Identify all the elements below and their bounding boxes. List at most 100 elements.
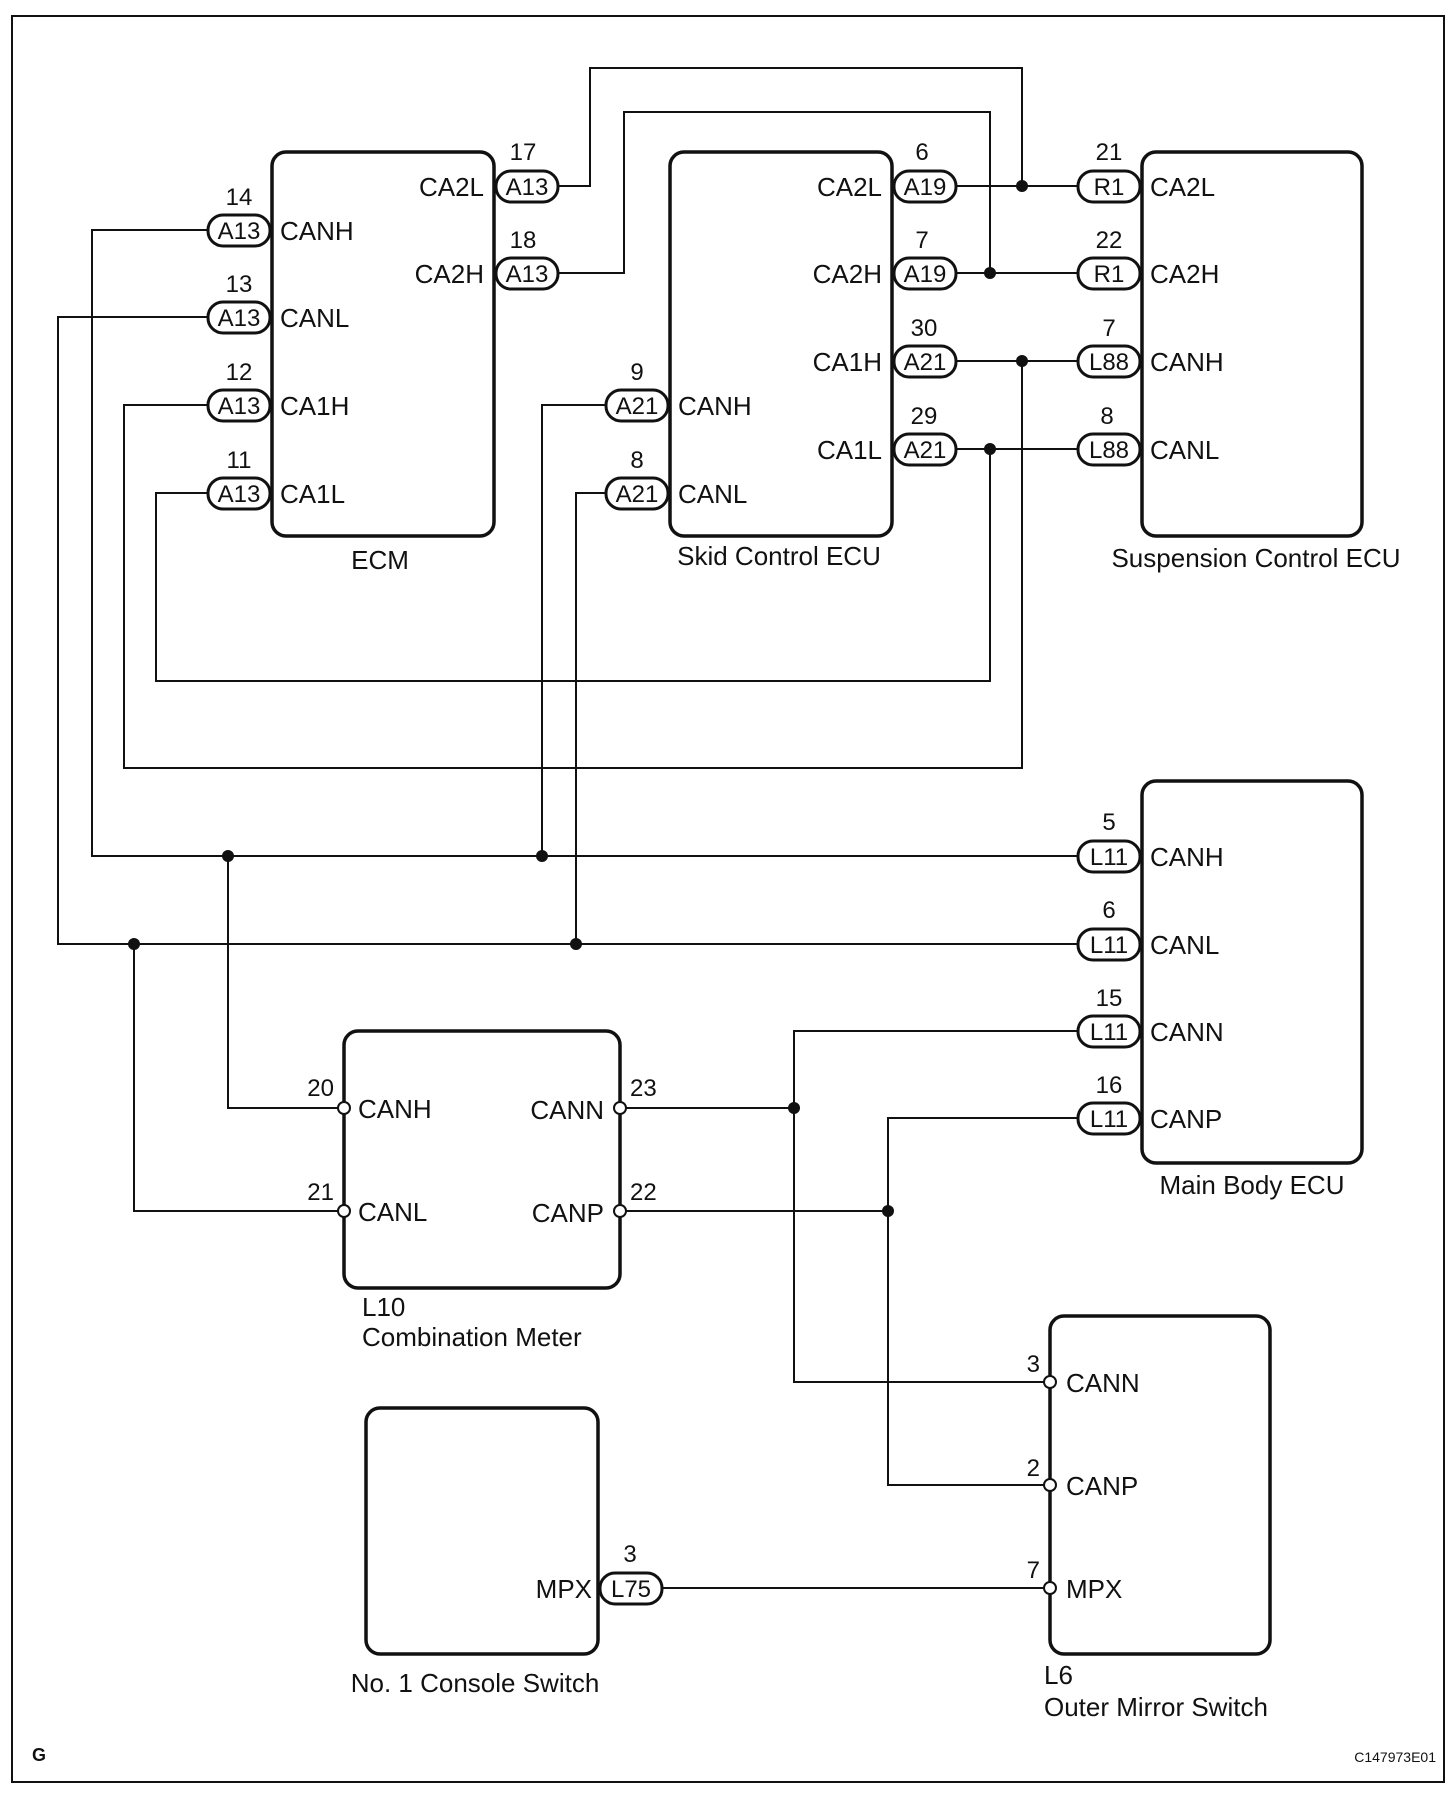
skid-connector-code: A21 [904, 349, 947, 376]
console-switch-pin-number: 3 [623, 1541, 636, 1568]
main-body-pin-label: CANL [1150, 930, 1219, 960]
ecm-pin-label: CA1H [280, 391, 349, 421]
junction-dot [882, 1205, 894, 1217]
wire-ca1l-loop [155, 448, 1078, 682]
meter-pin-number: 20 [307, 1075, 334, 1102]
ecm-pin-label: CA1L [280, 479, 345, 509]
skid-pin-label: CANH [678, 391, 752, 421]
combination-meter-box [342, 1029, 622, 1290]
ecm-pin-label: CA2L [419, 172, 484, 202]
mirror-pin-label: CANP [1066, 1471, 1138, 1501]
suspension-pin-label: CA2L [1150, 172, 1215, 202]
mirror-terminal [1043, 1375, 1057, 1389]
skid-pin-label: CA2L [817, 172, 882, 202]
skid-pin-label: CA1L [817, 435, 882, 465]
ecm-connector-code: A13 [218, 481, 261, 508]
ecm-pin-number: 17 [510, 139, 537, 166]
skid-control-block: Skid Control ECU A21 9 CANH A21 8 CANL A… [604, 139, 958, 571]
ecm-connector-oval [494, 169, 560, 204]
console-switch-connector-code: L75 [611, 1576, 651, 1603]
mirror-pin-number: 7 [1027, 1557, 1040, 1584]
main-body-pin-number: 6 [1102, 897, 1115, 924]
skid-pin-number: 6 [915, 139, 928, 166]
junction-dot [570, 938, 582, 950]
suspension-connector-oval [1076, 432, 1142, 467]
wire-canh-bus [91, 229, 1078, 857]
skid-box [668, 150, 894, 538]
outer-mirror-title: Outer Mirror Switch [1044, 1692, 1268, 1722]
suspension-connector-oval [1076, 169, 1142, 204]
wire-canl-bus [57, 316, 1078, 945]
meter-pin-label: CANN [530, 1095, 604, 1125]
mirror-terminal [1043, 1581, 1057, 1595]
main-body-pin-number: 5 [1102, 809, 1115, 836]
wire-ca2l-top [558, 67, 1023, 187]
meter-terminal [337, 1204, 351, 1218]
ecm-block: ECM A13 14 CANH A13 13 CANL A13 12 CA1H … [206, 139, 560, 575]
mirror-pin-label: CANN [1066, 1368, 1140, 1398]
main-body-pin-number: 15 [1096, 985, 1123, 1012]
junction-dot [984, 267, 996, 279]
suspension-title: Suspension Control ECU [1111, 543, 1400, 573]
console-switch-connector-oval [598, 1571, 664, 1606]
junction-dot [128, 938, 140, 950]
diagram-frame [11, 15, 1445, 1783]
wire-cann-vertical [793, 1030, 1078, 1383]
main-body-pin-label: CANP [1150, 1104, 1222, 1134]
suspension-connector-code: R1 [1094, 261, 1125, 288]
corner-letter: G [32, 1745, 46, 1765]
ecm-connector-oval [206, 213, 272, 248]
ecm-connector-code: A13 [218, 218, 261, 245]
junction-dot [222, 850, 234, 862]
suspension-box [1140, 150, 1364, 538]
suspension-pin-label: CANH [1150, 347, 1224, 377]
main-body-connector-code: L11 [1090, 1019, 1128, 1046]
main-body-title: Main Body ECU [1160, 1170, 1345, 1200]
main-body-connector-oval [1076, 1101, 1142, 1136]
ecm-connector-code: A13 [506, 261, 549, 288]
ecm-pin-number: 14 [226, 184, 253, 211]
skid-pin-label: CANL [678, 479, 747, 509]
suspension-pin-label: CANL [1150, 435, 1219, 465]
skid-connector-code: A21 [616, 481, 659, 508]
wire-ca2h-top [558, 111, 991, 274]
junction-dot [1016, 355, 1028, 367]
suspension-pin-number: 22 [1096, 227, 1123, 254]
wire-meter-canl [133, 944, 342, 1212]
wire-skid-canh [541, 404, 606, 856]
suspension-pin-number: 8 [1100, 403, 1113, 430]
skid-pin-number: 9 [630, 359, 643, 386]
skid-pin-label: CA1H [813, 347, 882, 377]
diagram-code: C147973E01 [1354, 1749, 1436, 1765]
skid-connector-code: A19 [904, 174, 947, 201]
combination-meter-code: L10 [362, 1292, 405, 1322]
wire-canp-vertical [887, 1117, 1078, 1486]
skid-connector-oval [892, 169, 958, 204]
wire-ca1h-loop [123, 360, 1078, 769]
meter-pin-number: 22 [630, 1179, 657, 1206]
skid-connector-oval [892, 256, 958, 291]
meter-pin-number: 23 [630, 1075, 657, 1102]
mirror-pin-label: MPX [1066, 1574, 1122, 1604]
skid-pin-number: 8 [630, 447, 643, 474]
junctions [128, 180, 1028, 1217]
mirror-pin-number: 2 [1027, 1455, 1040, 1482]
junction-dot [984, 443, 996, 455]
ecm-box [270, 150, 496, 538]
skid-pin-number: 7 [915, 227, 928, 254]
wire-skid-canl [575, 492, 606, 944]
ecm-pin-label: CANH [280, 216, 354, 246]
main-body-pin-label: CANN [1150, 1017, 1224, 1047]
mirror-terminal [1043, 1478, 1057, 1492]
console-switch-box [364, 1406, 600, 1656]
main-body-block: Main Body ECU L11 5 CANH L11 6 CANL L11 … [1076, 779, 1364, 1200]
console-switch-title: No. 1 Console Switch [351, 1668, 600, 1698]
ecm-connector-oval [206, 388, 272, 423]
console-switch-pin-label: MPX [536, 1574, 592, 1604]
main-body-connector-code: L11 [1090, 1106, 1128, 1133]
ecm-title: ECM [351, 545, 409, 575]
ecm-connector-oval [206, 476, 272, 511]
main-body-box [1140, 779, 1364, 1165]
suspension-connector-code: L88 [1089, 349, 1129, 376]
